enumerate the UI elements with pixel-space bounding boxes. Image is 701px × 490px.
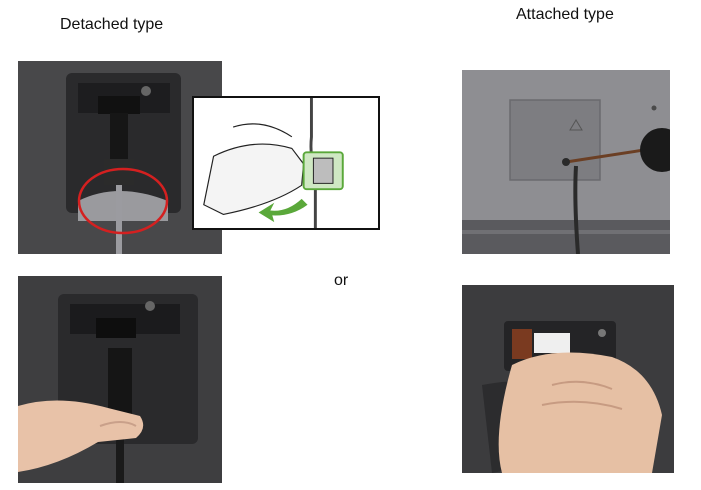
photo-attached-hand-connector [462,285,674,473]
illustration-cable-clip [192,96,380,230]
highlight-red-circle [77,167,169,235]
or-separator: or [334,272,349,289]
photo-attached-screwdriver [462,70,670,254]
photo-detached-cable-socket [18,61,222,254]
photo-detached-hand-cable [18,276,222,483]
heading-detached-type: Detached type [60,16,164,33]
curved-arrow-icon [258,198,308,223]
heading-attached-type: Attached type [516,6,614,23]
